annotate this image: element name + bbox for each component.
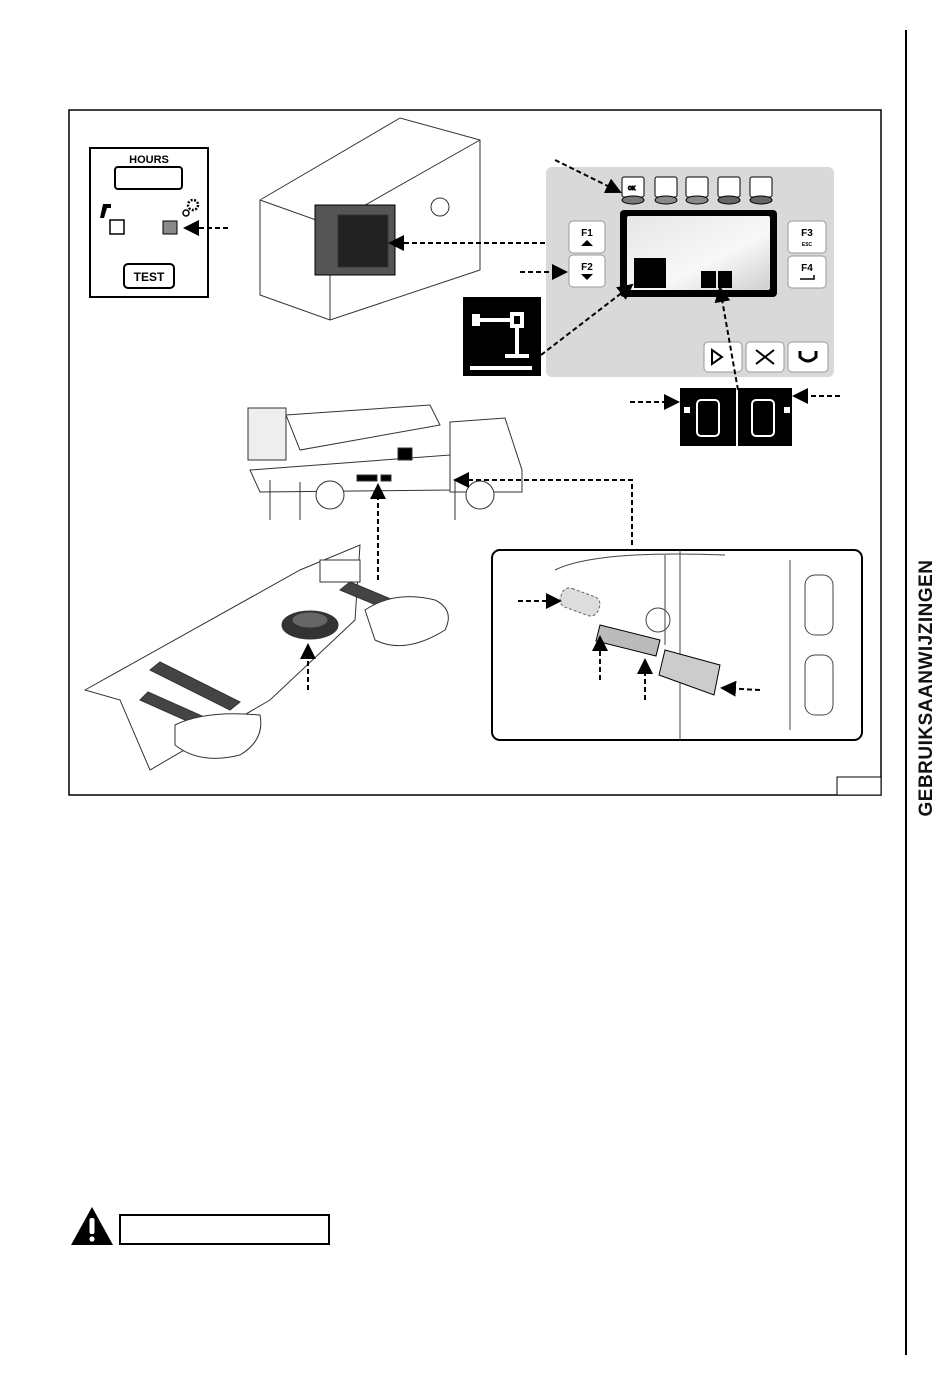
page-side-rule [905, 30, 907, 1355]
svg-text:TEST: TEST [134, 270, 165, 284]
f4-button: F4 [787, 255, 827, 289]
hours-panel: HOURS TEST [89, 147, 228, 298]
svg-text:ESC: ESC [802, 242, 813, 248]
basket-button [787, 341, 829, 373]
maintenance-wrench-icon [463, 297, 541, 376]
f1-button: F1 [568, 220, 606, 254]
warning-label-box [119, 1214, 330, 1245]
function-indicator-row: OK [621, 176, 773, 205]
figure-number-box [836, 776, 882, 796]
manual-valves-illustration [83, 544, 449, 771]
locking-pin-detail [491, 549, 863, 741]
ok-label: OK [628, 186, 636, 192]
truck-illustration [247, 404, 523, 520]
control-box-housing [259, 117, 481, 321]
f3-button: F3 ESC [787, 220, 827, 254]
test-button [123, 263, 175, 289]
operator-icon [100, 204, 111, 218]
f2-button: F2 [568, 254, 606, 288]
svg-text:F2: F2 [581, 262, 593, 273]
indicator-light-white [109, 219, 125, 235]
control-panel: OK F1 F2 F3 ESC F4 [546, 159, 834, 377]
svg-text:F1: F1 [581, 228, 593, 239]
indicator-light-grey [162, 220, 178, 235]
svg-text:F3: F3 [801, 228, 813, 239]
hours-label: HOURS [129, 154, 169, 166]
outrigger-sensor-icons [680, 388, 792, 446]
figure-frame [68, 109, 882, 796]
warning-triangle-icon [71, 1207, 113, 1245]
hours-display [114, 166, 183, 190]
svg-text:F4: F4 [801, 263, 813, 274]
gear-icon [186, 198, 200, 212]
